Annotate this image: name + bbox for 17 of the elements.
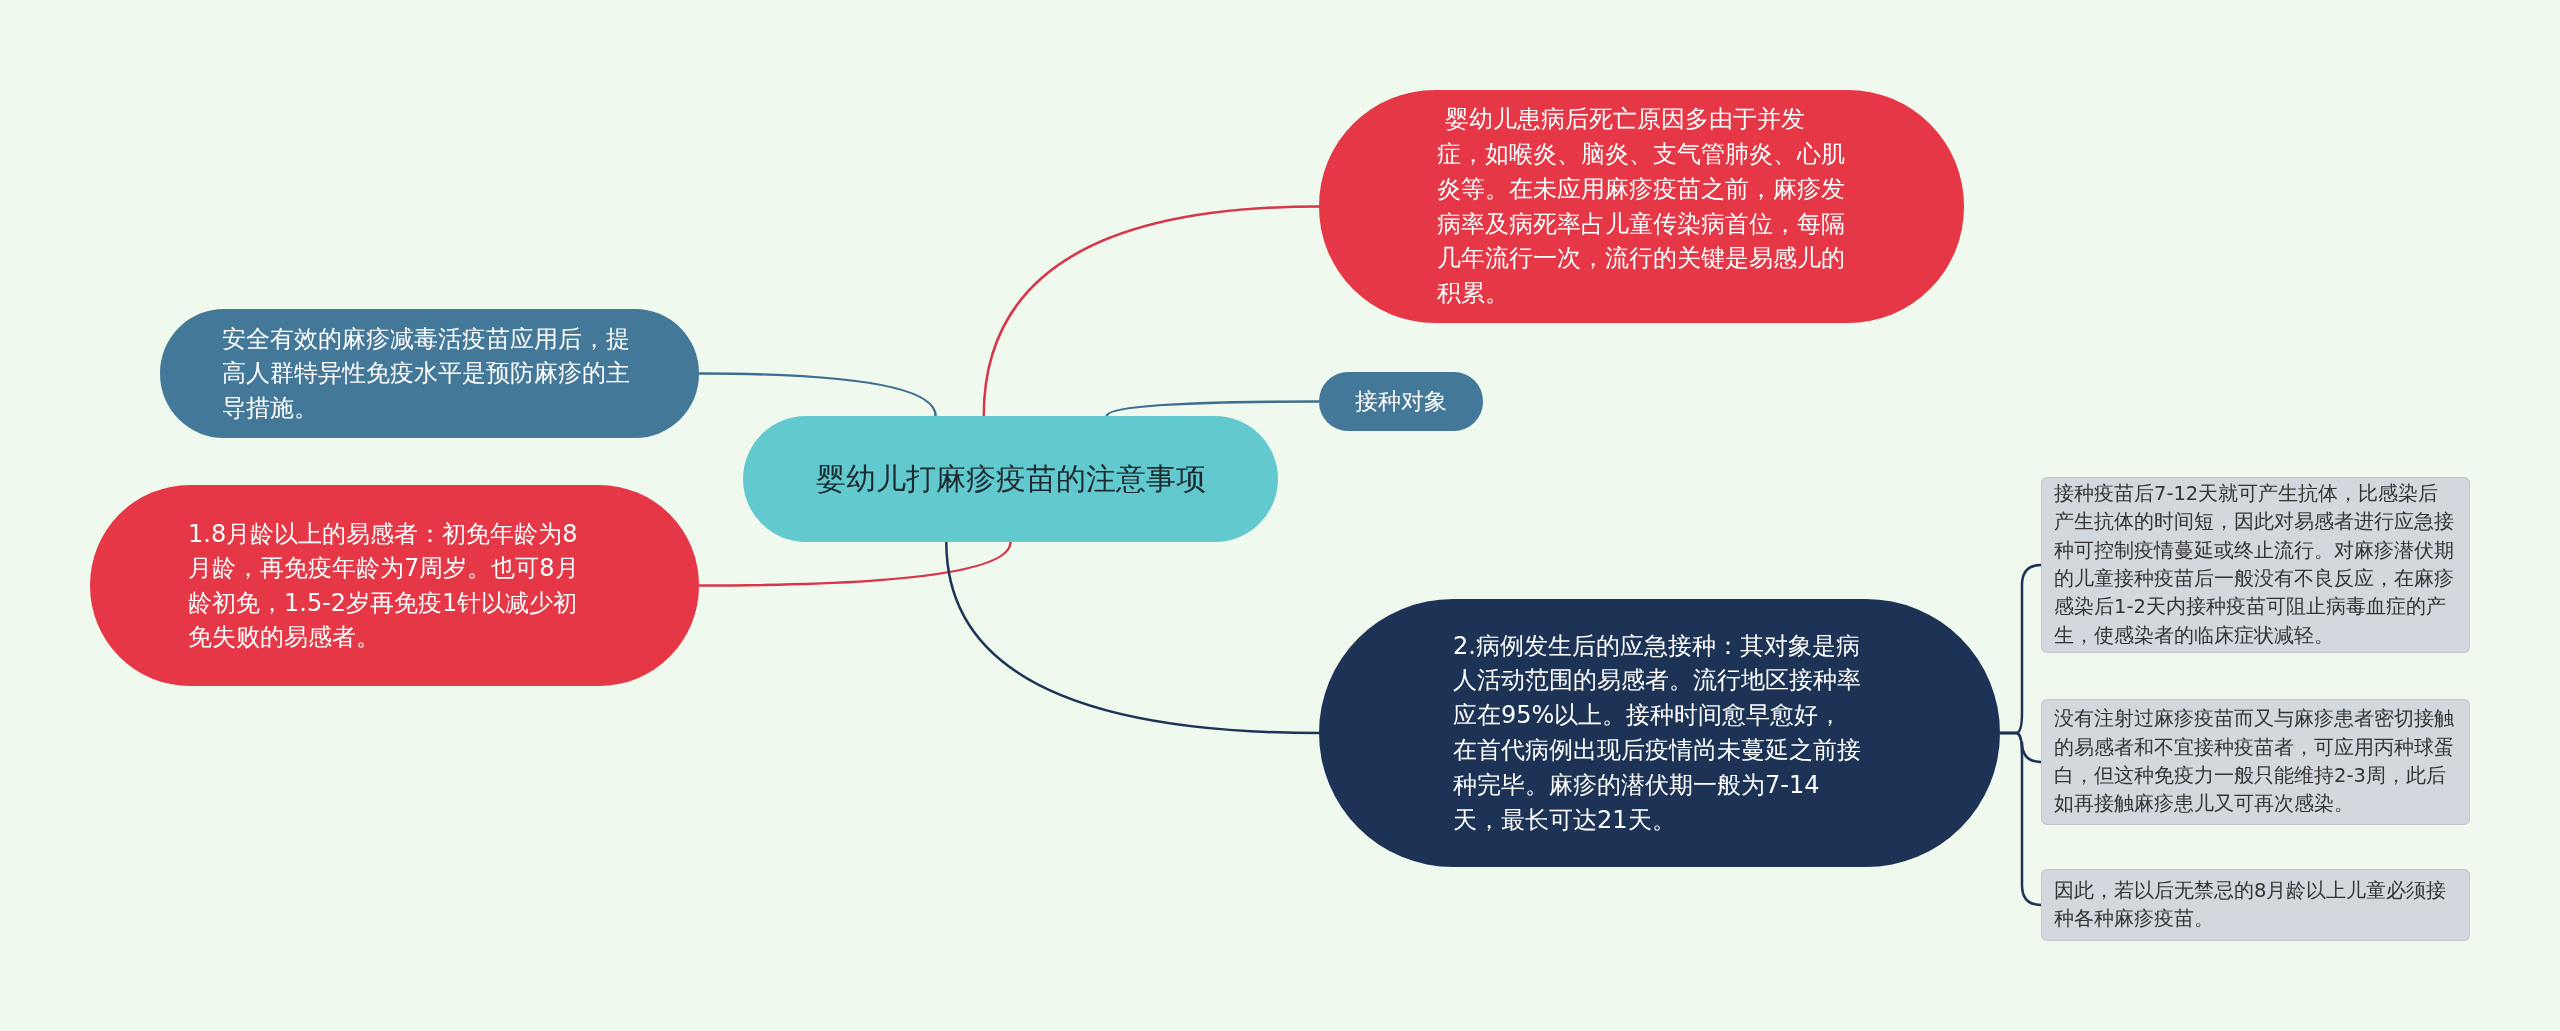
detail-node (2041, 699, 2470, 825)
node-text: 没有注射过麻疹疫苗而又与麻疹患者密切接触的易感者和不宜接种疫苗者，可应用丙种球蛋白，但这种免疫力一般只能维持2-3周，此后如再接触麻疹患儿又可再次感染。 (2054, 706, 2455, 818)
node-text: 2.病例发生后的应急接种：其对象是病人活动范围的易感者。流行地区接种率应在95%以上。接种时间愈早愈好，在首代病例出现后疫情尚未蔓延之前接种完毕。麻疹的潜伏期一般为7-14天，最长可达21天。 (1453, 630, 1862, 836)
subtopic-node (1319, 372, 1483, 431)
node-text: 接种对象 (1355, 386, 1447, 416)
node-text: 婴幼儿患病后死亡原因多由于并发症，如喉炎、脑炎、支气管肺炎、心肌炎等。在未应用麻疹疫苗之前，麻疹发病率及病死率占儿童传染病首位，每隔几年流行一次，流行的关键是易感儿的积累。 (1437, 104, 1846, 310)
connector-line (699, 372, 937, 417)
node-text: 安全有效的麻疹减毒活疫苗应用后，提高人群特异性免疫水平是预防麻疹的主导措施。 (222, 324, 631, 424)
connector-line (699, 541, 1012, 587)
connector-line (982, 205, 1320, 417)
node-text: 因此，若以后无禁忌的8月龄以上儿童必须接种各种麻疹疫苗。 (2054, 877, 2448, 932)
node-text: 婴幼儿打麻疹疫苗的注意事项 (815, 460, 1206, 499)
node-text: 1.8月龄以上的易感者：初免年龄为8月龄，再免疫年龄为7周岁。也可8月龄初免，1.5-2岁再免疫1针以减少初免失败的易感者。 (188, 519, 580, 653)
connector-line (1105, 400, 1319, 417)
node-text: 接种疫苗后7-12天就可产生抗体，比感染后产生抗体的时间短，因此对易感者进行应急接种可控制疫情蔓延或终止流行。对麻疹潜伏期的儿童接种疫苗后一般没有不良反应，在麻疹感染后1-2天内接种疫苗可阻止病毒血症的产生，使感染者的临床症状减轻。 (2054, 481, 2455, 649)
connector-line (945, 541, 1320, 735)
detail-node (2041, 869, 2470, 941)
